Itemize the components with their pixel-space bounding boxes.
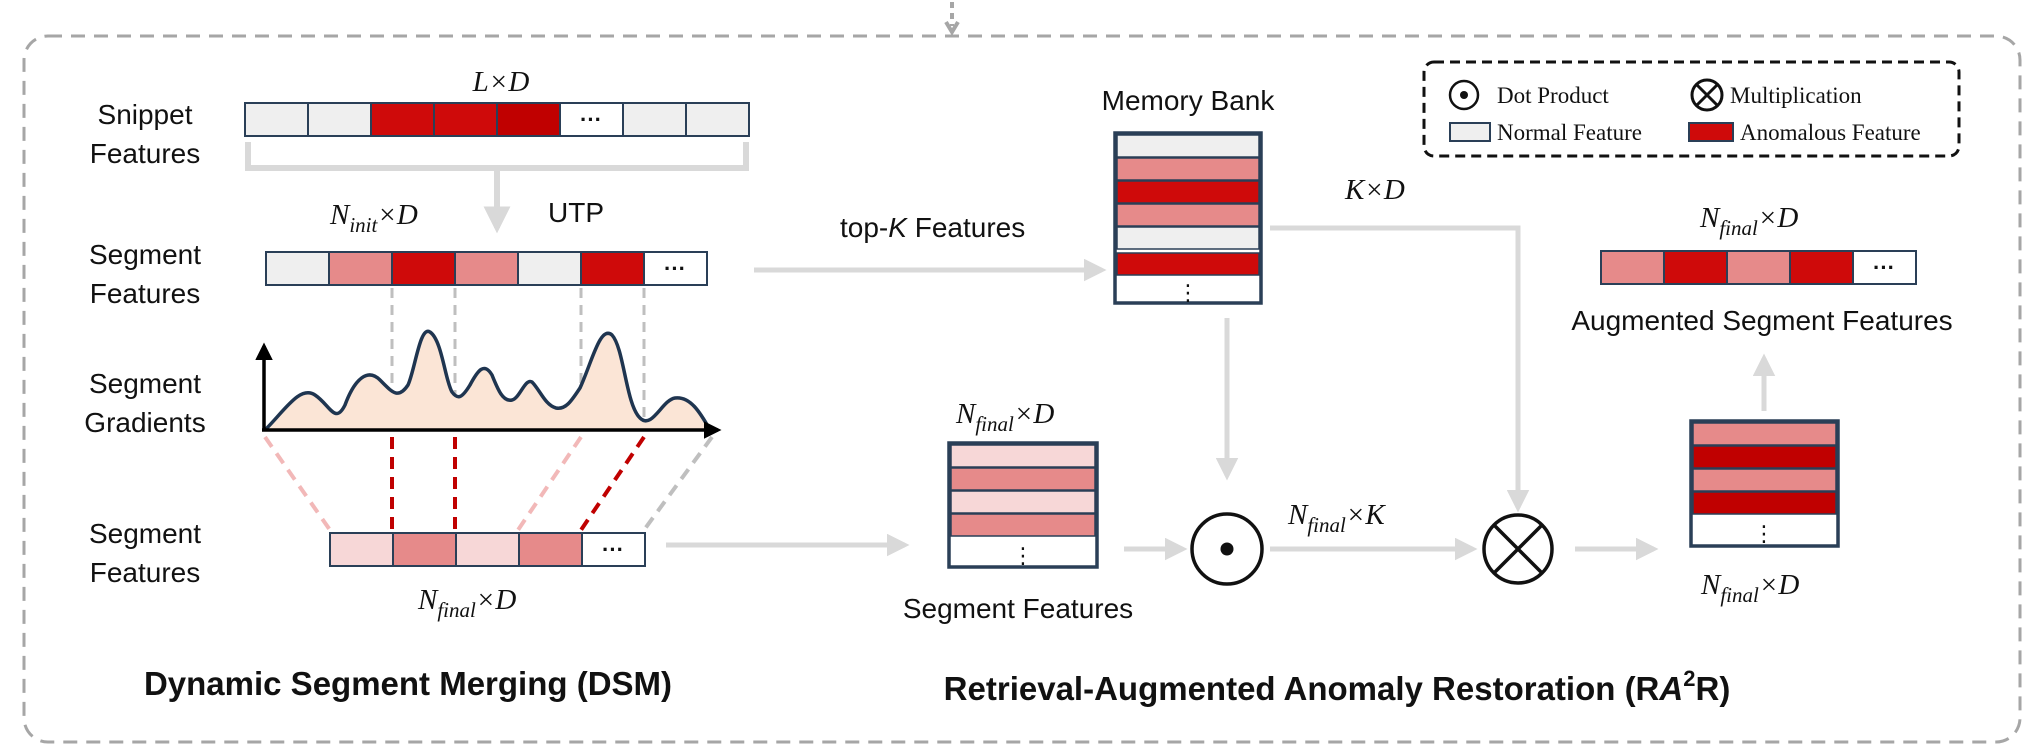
merged-segment-bar: ··· xyxy=(329,532,646,567)
snippet-cell xyxy=(307,102,372,137)
snippet-cell xyxy=(496,102,561,137)
ellipsis-text: ··· xyxy=(580,107,602,132)
merged-cell xyxy=(518,532,583,567)
merged-cell-ellipsis xyxy=(581,532,646,567)
legend-anomalous-swatch xyxy=(1688,122,1734,142)
legend: Dot Product Multiplication Normal Featur… xyxy=(1422,60,1961,158)
ellipsis-text: ··· xyxy=(664,256,686,281)
augmented-cell xyxy=(1663,250,1728,285)
snippet-label-line1: Snippet xyxy=(98,99,193,130)
memory-bank: ⋮ xyxy=(1113,131,1263,305)
legend-multiplication: Multiplication xyxy=(1730,83,1862,108)
stack-vellipsis: ⋮ xyxy=(1012,543,1034,568)
snippet-bracket xyxy=(245,142,749,171)
segment-label-line2: Features xyxy=(90,278,201,309)
restored-row xyxy=(1692,491,1837,515)
snippet-cell xyxy=(244,102,309,137)
dsm-title: Dynamic Segment Merging (DSM) xyxy=(144,665,672,702)
stack-row xyxy=(950,444,1096,468)
restored-row xyxy=(1692,445,1837,469)
n-final-x-d-label-stack: Nfinal×D xyxy=(955,398,1054,436)
n-init-x-d-label: Ninit×D xyxy=(329,199,418,237)
gradient-fill xyxy=(265,331,710,430)
snippet-cell xyxy=(370,102,435,137)
ellipsis-text: ··· xyxy=(602,537,624,562)
n-final-x-d-label-restored: Nfinal×D xyxy=(1700,569,1799,607)
restored-row xyxy=(1692,468,1837,492)
utp-label: UTP xyxy=(548,197,604,228)
snippet-label-line2: Features xyxy=(90,138,201,169)
segment-features-bottom-label: Segment Features xyxy=(903,593,1133,624)
augmented-label: Augmented Segment Features xyxy=(1571,305,1952,336)
merged-cell xyxy=(329,532,394,567)
memory-row xyxy=(1116,203,1260,227)
memory-row xyxy=(1116,157,1260,181)
legend-box xyxy=(1422,60,1961,158)
augmented-cell xyxy=(1600,250,1665,285)
augmented-cell xyxy=(1726,250,1791,285)
memory-row xyxy=(1116,180,1260,204)
memory-bank-label: Memory Bank xyxy=(1102,85,1276,116)
k-x-d-arrow xyxy=(1270,225,1530,513)
memory-row xyxy=(1116,226,1260,250)
stack-row xyxy=(950,467,1096,491)
multiplication-icon xyxy=(1690,78,1724,112)
boundary-guides xyxy=(390,288,646,430)
snippet-cell xyxy=(685,102,750,137)
n-final-x-k-label: Nfinal×K xyxy=(1287,499,1386,537)
legend-anomalous-feature: Anomalous Feature xyxy=(1740,120,1921,145)
gradient-curve xyxy=(263,329,712,432)
memory-row xyxy=(1116,134,1260,158)
dot-product-operator-icon xyxy=(1190,512,1264,586)
augmented-segment-bar: ··· xyxy=(1600,250,1917,285)
augmented-cell-ellipsis xyxy=(1852,250,1917,285)
gradients-label-line1: Segment xyxy=(89,368,201,399)
entry-arrow-icon xyxy=(944,20,960,36)
segment-cell xyxy=(517,251,582,286)
legend-normal-feature: Normal Feature xyxy=(1497,120,1642,145)
n-final-x-d-label-augmented: Nfinal×D xyxy=(1699,202,1798,240)
multiplication-operator-icon xyxy=(1482,513,1554,585)
l-x-d-label: L×D xyxy=(472,66,530,98)
stack-row xyxy=(950,490,1096,514)
outer-frame xyxy=(22,34,2022,744)
stack-row xyxy=(950,513,1096,537)
gradients-label-line2: Gradients xyxy=(84,407,205,438)
merge-lines xyxy=(263,435,714,532)
memory-row xyxy=(1116,252,1260,276)
restored-feature-stack: ⋮ xyxy=(1689,419,1840,548)
segment-cell xyxy=(391,251,456,286)
merged-cell xyxy=(392,532,457,567)
restored-row xyxy=(1692,422,1837,446)
snippet-cell xyxy=(622,102,687,137)
segment2-label-line2: Features xyxy=(90,557,201,588)
merged-cell xyxy=(455,532,520,567)
segment-cell xyxy=(328,251,393,286)
legend-normal-swatch xyxy=(1449,122,1491,142)
legend-dot-product: Dot Product xyxy=(1497,83,1609,108)
segment-label-line1: Segment xyxy=(89,239,201,270)
segment-cell xyxy=(580,251,645,286)
ellipsis-text: ··· xyxy=(1873,255,1895,280)
n-final-x-d-label-dsm: Nfinal×D xyxy=(417,584,516,622)
snippet-features-bar: ··· xyxy=(244,102,750,137)
segment-features-bar: ··· xyxy=(265,251,708,286)
segment2-label-line1: Segment xyxy=(89,518,201,549)
restored-vellipsis: ⋮ xyxy=(1753,521,1775,546)
ra2r-title: Retrieval-Augmented Anomaly Restoration … xyxy=(944,666,1731,707)
dot-product-icon xyxy=(1448,79,1480,111)
segment-cell-ellipsis xyxy=(643,251,708,286)
snippet-cell xyxy=(433,102,498,137)
k-x-d-label: K×D xyxy=(1344,174,1405,206)
segment-cell xyxy=(454,251,519,286)
segment-cell xyxy=(265,251,330,286)
segment-feature-stack: ⋮ xyxy=(947,441,1099,569)
augmented-cell xyxy=(1789,250,1854,285)
gradient-plot xyxy=(255,329,722,439)
top-k-label: top-K Features xyxy=(840,212,1025,243)
memory-vellipsis: ⋮ xyxy=(1177,280,1199,305)
